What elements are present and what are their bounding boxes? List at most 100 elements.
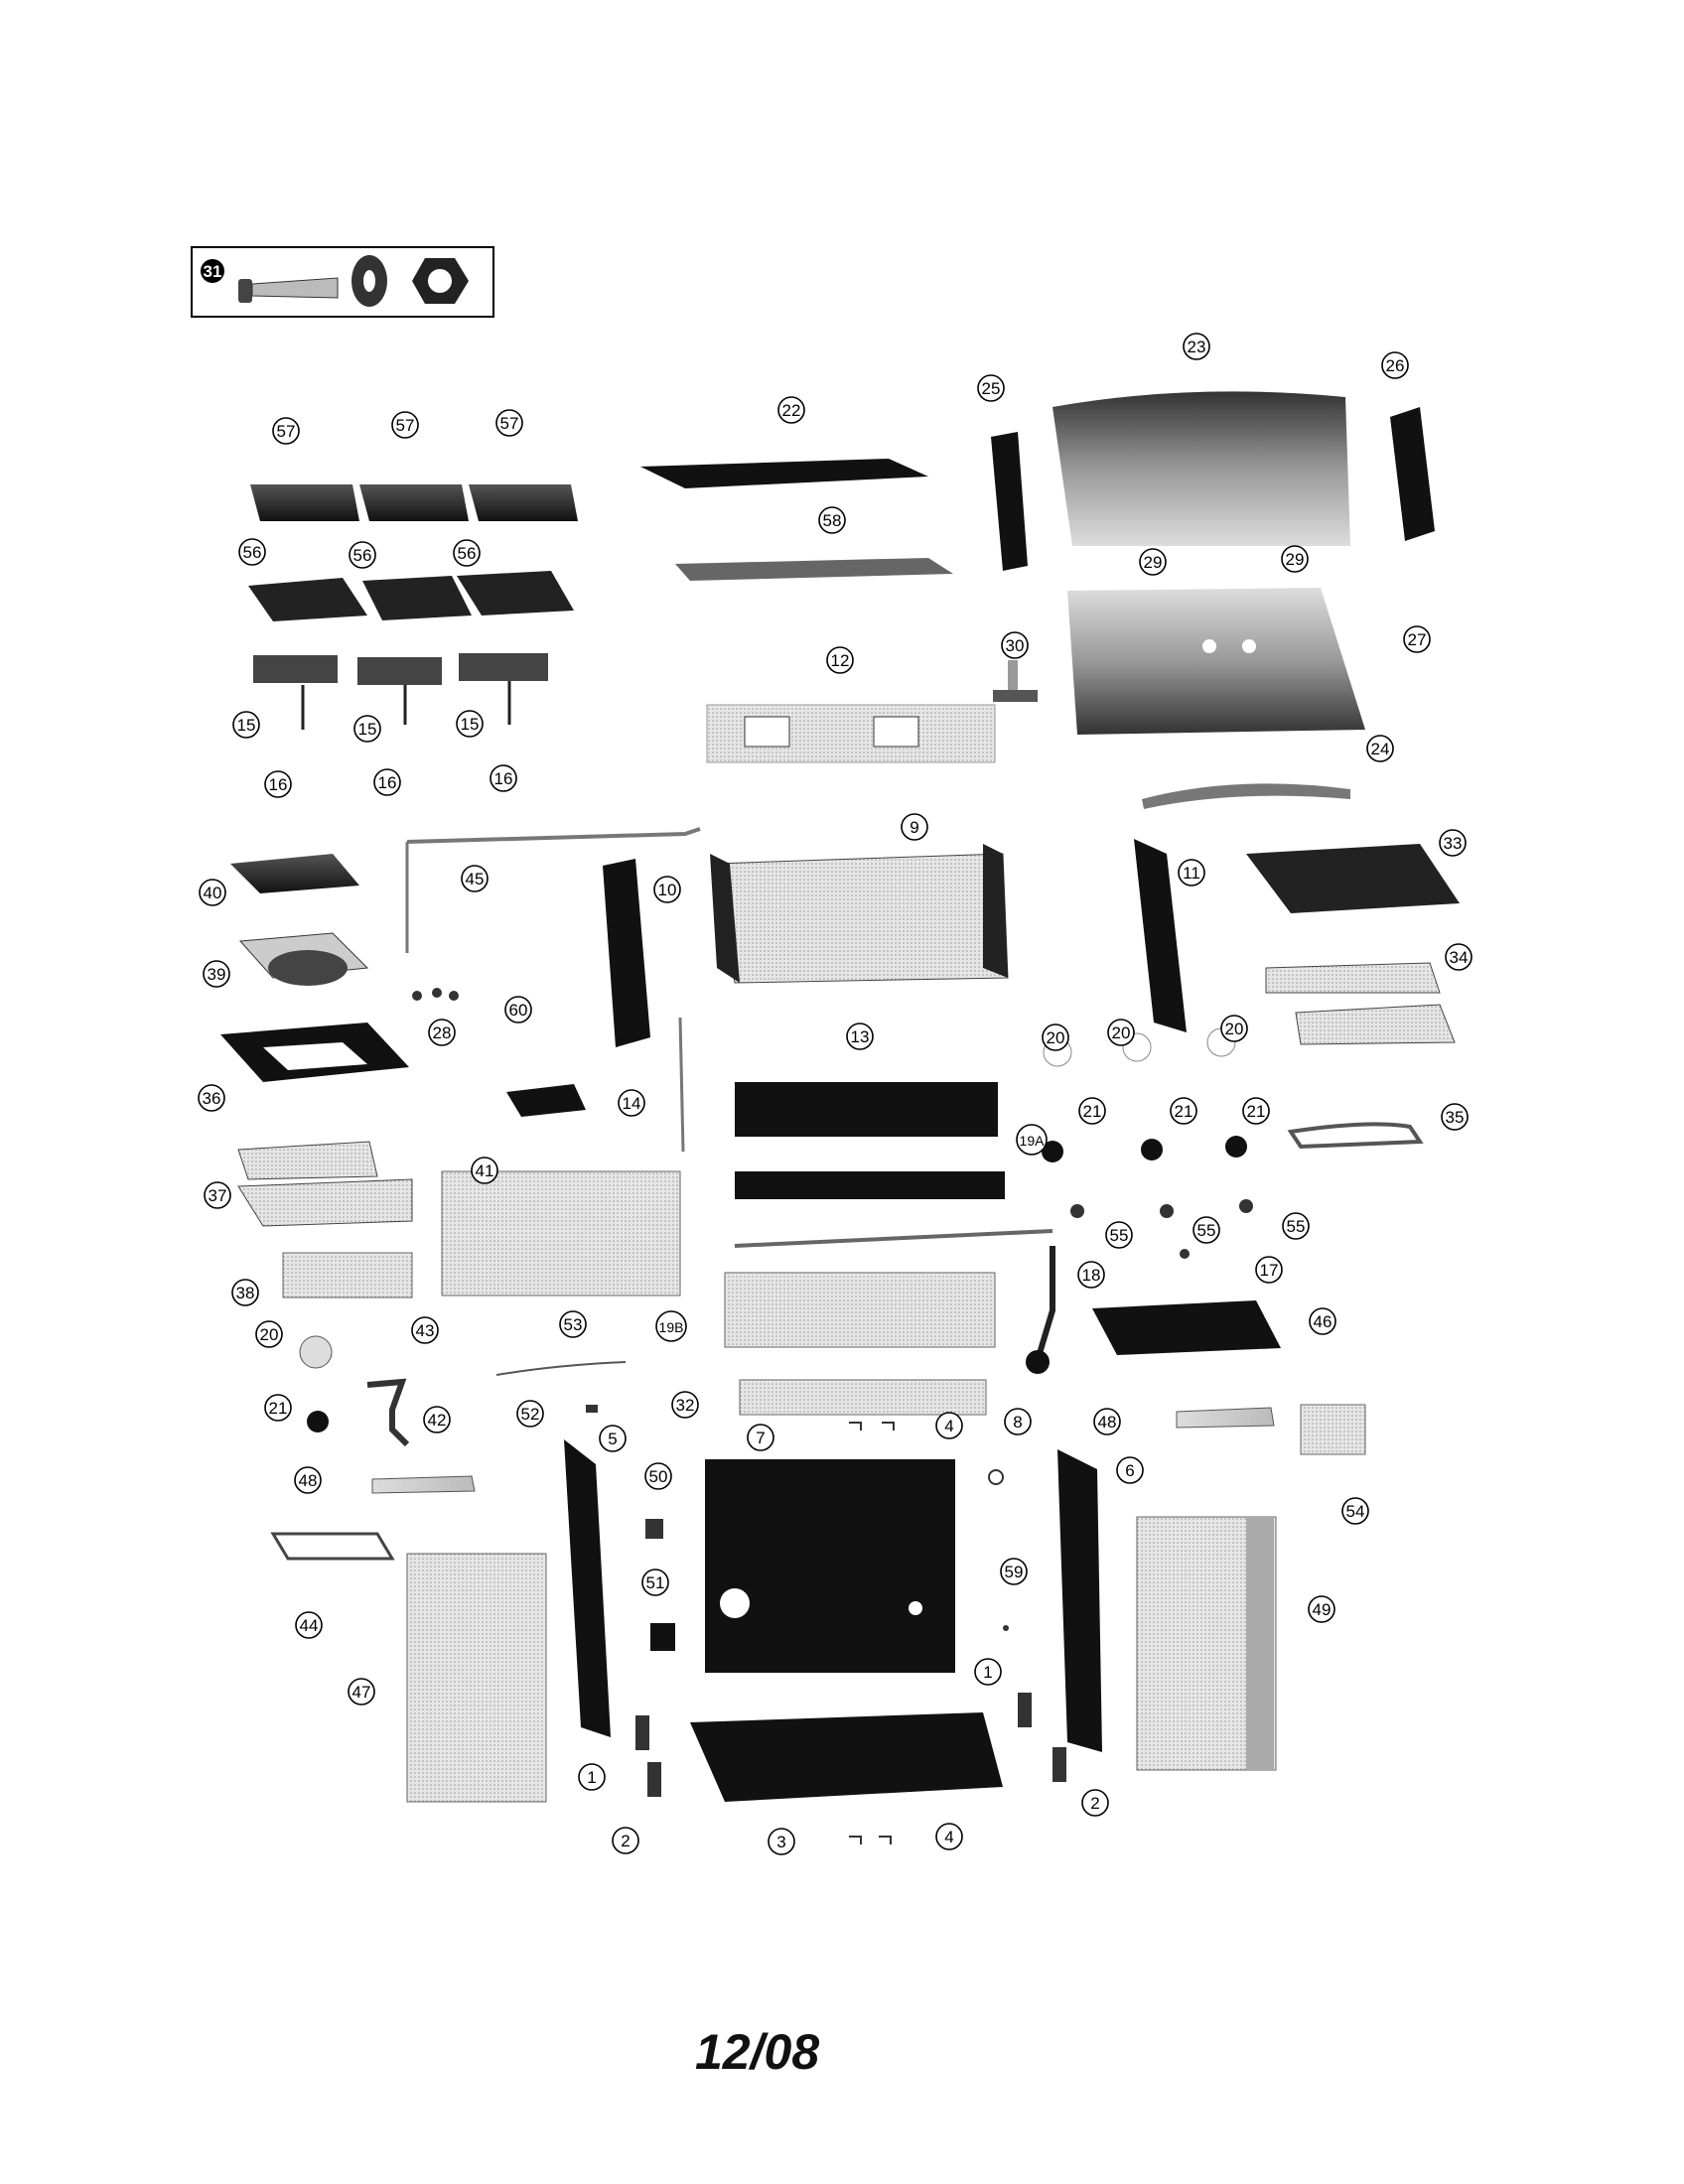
callout-label: 44: [300, 1616, 319, 1635]
callout-circle: [1183, 333, 1210, 360]
callout-46: 46: [1309, 1307, 1336, 1335]
callout-label: 4: [944, 1828, 953, 1846]
inset-box-part-31: 31: [191, 246, 494, 318]
callout-circle: [846, 1023, 874, 1050]
callout-circle: [453, 539, 481, 567]
callout-label: 21: [269, 1399, 288, 1418]
callout-26: 26: [1381, 351, 1409, 379]
callout-circle: [1341, 1497, 1369, 1525]
callout-label: 2: [1090, 1794, 1099, 1813]
callout-59: 59: [1000, 1558, 1028, 1585]
callout-circle: [516, 1400, 544, 1428]
callout-circle: [671, 1391, 699, 1419]
callout-48: 48: [294, 1466, 322, 1494]
callout-circle: [1178, 859, 1205, 887]
callout-label: 16: [269, 775, 288, 794]
callout-2: 2: [1081, 1789, 1109, 1817]
callout-circle: [559, 1310, 587, 1338]
callout-circle: [1116, 1456, 1144, 1484]
callout-32: 32: [671, 1391, 699, 1419]
callout-8: 8: [1004, 1408, 1032, 1435]
callout-label: 48: [299, 1471, 318, 1490]
callout-label: 20: [1112, 1024, 1131, 1042]
callout-circle: [1001, 631, 1029, 659]
callout-circle: [578, 1763, 606, 1791]
callout-label: 1: [983, 1663, 992, 1682]
callout-21: 21: [1170, 1097, 1197, 1125]
callout-label: 28: [433, 1024, 452, 1042]
callout-label: 59: [1005, 1563, 1024, 1581]
callout-51: 51: [641, 1569, 669, 1596]
callout-57: 57: [391, 411, 419, 439]
callout-57: 57: [495, 409, 523, 437]
callout-circle: [1308, 1595, 1335, 1623]
callout-circle: [456, 710, 484, 738]
callout-55: 55: [1193, 1216, 1220, 1244]
callout-33: 33: [1439, 829, 1467, 857]
callout-23: 23: [1183, 333, 1210, 360]
washer-icon: [351, 255, 387, 307]
callout-label: 40: [204, 884, 222, 902]
callout-circle: [1004, 1408, 1032, 1435]
callout-55: 55: [1105, 1221, 1133, 1249]
callout-45: 45: [461, 865, 489, 892]
callout-circle: [1281, 545, 1309, 573]
callout-circle: [411, 1316, 439, 1344]
callout-circle: [198, 1084, 225, 1112]
callout-label: 47: [352, 1683, 371, 1702]
revision-date-label: 12/08: [695, 2024, 820, 2080]
callout-56: 56: [349, 541, 376, 569]
callout-50: 50: [644, 1462, 672, 1490]
callout-circle: [264, 1394, 292, 1422]
callout-circle: [255, 1320, 283, 1348]
callout-circle: [1105, 1221, 1133, 1249]
callout-label: 12: [831, 651, 850, 670]
inset-callout-label: 31: [204, 262, 222, 281]
callout-15: 15: [456, 710, 484, 738]
callout-circle: [1078, 1097, 1106, 1125]
callout-label: 56: [243, 543, 262, 562]
callout-label: 33: [1444, 834, 1463, 853]
callout-label: 50: [649, 1467, 668, 1486]
callout-label: 20: [1225, 1020, 1244, 1038]
part-graphics: [220, 391, 1460, 1844]
callout-label: 19A: [1020, 1133, 1046, 1149]
callout-16: 16: [373, 768, 401, 796]
callout-label: 29: [1144, 553, 1163, 572]
callout-53: 53: [559, 1310, 587, 1338]
callout-label: 34: [1450, 948, 1469, 967]
callout-circle: [655, 1310, 687, 1342]
callout-circle: [935, 1412, 963, 1439]
callout-label: 36: [203, 1089, 221, 1108]
callout-label: 54: [1346, 1502, 1365, 1521]
callout-label: 45: [466, 870, 485, 888]
callout-circle: [349, 541, 376, 569]
callout-label: 53: [564, 1315, 583, 1334]
callout-circle: [1193, 1216, 1220, 1244]
callout-circle: [1441, 1103, 1469, 1131]
callout-label: 27: [1408, 630, 1427, 649]
callout-35: 35: [1441, 1103, 1469, 1131]
callout-circle: [1042, 1024, 1069, 1051]
callout-11: 11: [1178, 859, 1205, 887]
callout-label: 21: [1175, 1102, 1193, 1121]
callout-label: 42: [428, 1411, 447, 1430]
callout-circle: [264, 770, 292, 798]
callout-27: 27: [1403, 625, 1431, 653]
callout-4: 4: [935, 1823, 963, 1850]
callout-circle: [901, 813, 928, 841]
callout-label: 20: [1047, 1028, 1065, 1047]
callout-label: 41: [476, 1161, 494, 1180]
callout-label: 13: [851, 1027, 870, 1046]
callout-circle: [1081, 1789, 1109, 1817]
callout-circle: [428, 1019, 456, 1046]
callout-label: 55: [1110, 1226, 1129, 1245]
callout-circle: [644, 1462, 672, 1490]
callout-circle: [1220, 1015, 1248, 1042]
callout-circle: [1000, 1558, 1028, 1585]
callout-41: 41: [471, 1157, 498, 1184]
callout-58: 58: [818, 506, 846, 534]
callout-label: 24: [1371, 740, 1390, 758]
callout-circle: [353, 715, 381, 743]
callout-circle: [1077, 1261, 1105, 1289]
